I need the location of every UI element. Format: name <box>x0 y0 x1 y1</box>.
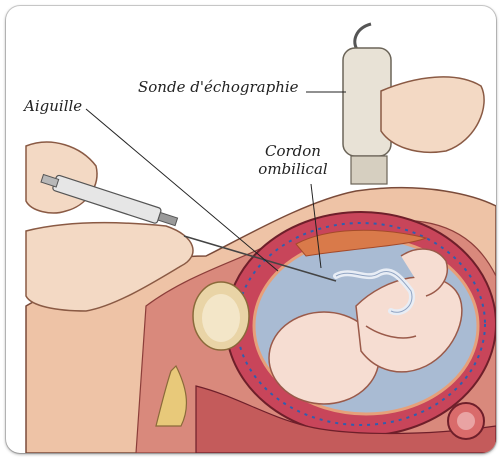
label-probe: Sonde d'échographie <box>138 78 299 96</box>
amniocentesis-illustration <box>6 6 496 453</box>
illustration-frame: Sonde d'échographie Aiguille Cordon ombi… <box>6 6 496 453</box>
probe-grip <box>351 156 387 184</box>
probe-cable <box>355 24 371 51</box>
label-cord-line2: ombilical <box>238 160 348 178</box>
label-needle: Aiguille <box>24 97 82 115</box>
label-umbilical-cord: Cordon ombilical <box>238 142 348 178</box>
label-cord-line1: Cordon <box>238 142 348 160</box>
intestine-loop-inner <box>457 412 475 430</box>
probe-hand <box>381 77 484 152</box>
bladder-inner <box>202 294 240 342</box>
